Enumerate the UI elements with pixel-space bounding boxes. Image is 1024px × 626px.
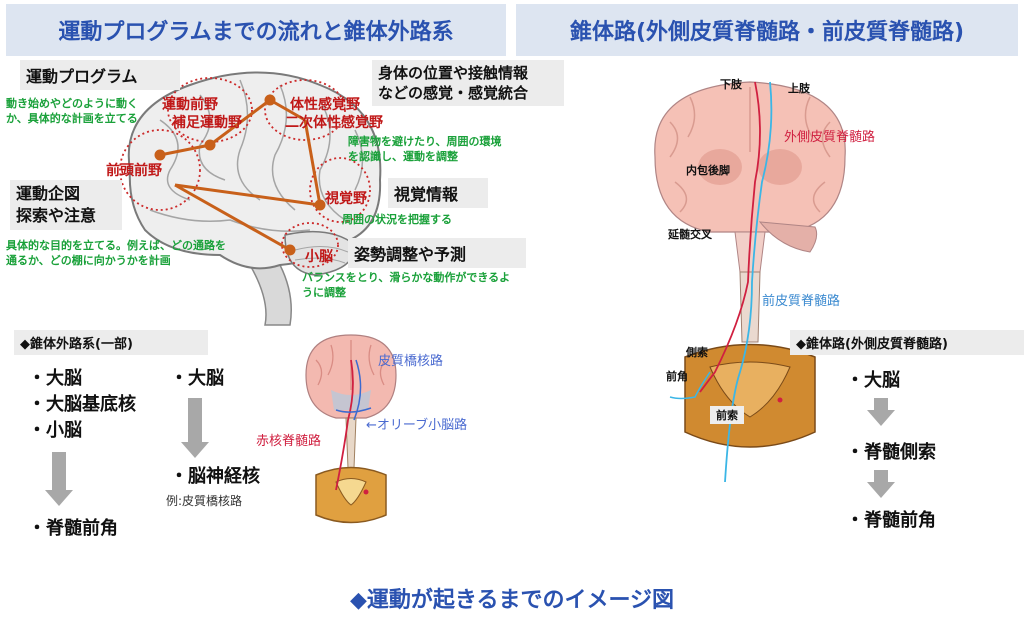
somatosensory-box: 身体の位置や接触情報 などの感覚・感覚統合 bbox=[372, 60, 564, 106]
col1-item-cerebellum: ・小脳 bbox=[28, 420, 82, 441]
footer-caption: ◆運動が起きるまでのイメージ図 bbox=[349, 588, 675, 613]
col1-item-cerebrum: ・大脳 bbox=[28, 368, 82, 389]
lower-limb-label: 下肢 bbox=[720, 78, 742, 91]
lateral-funiculus-label: 側索 bbox=[686, 346, 708, 359]
somatosensory-desc: 障害物を避けたり、周囲の環境を認識し、運動を調整 bbox=[348, 135, 502, 163]
col1-item-basal-ganglia: ・大脳基底核 bbox=[28, 394, 136, 415]
decussation-label: 延髄交叉 bbox=[668, 228, 712, 241]
col2-example: 例:皮質橋核路 bbox=[166, 494, 243, 508]
visual-desc: 周囲の状況を把握する bbox=[342, 213, 452, 226]
olivocerebellar-label: ←オリーブ小脳路 bbox=[366, 418, 468, 433]
planning-line-1: 運動企図 bbox=[16, 184, 81, 203]
motor-program-box: 運動プログラム bbox=[20, 60, 180, 90]
extrapyramidal-title: ◆錐体外路系(一部) bbox=[14, 330, 208, 355]
right-header: 錐体路(外側皮質脊髄路・前皮質脊髄路) bbox=[516, 4, 1018, 56]
somatosensory-line-1: 身体の位置や接触情報 bbox=[378, 64, 529, 82]
motor-program-desc: 動き始めやどのように動くか、具体的な計画を立てる bbox=[6, 97, 138, 125]
extrapyramidal-col1: ・大脳 ・大脳基底核 ・小脳 bbox=[28, 366, 136, 444]
pyramidal-flow-1: ・大脳 bbox=[846, 370, 900, 391]
pyramidal-arrow-1-icon bbox=[867, 398, 895, 426]
posture-desc: バランスをとり、滑らかな動作ができるように調整 bbox=[302, 271, 511, 299]
col2-end: ・脳神経核 bbox=[170, 466, 260, 487]
corticopontine-label: 皮質橋核路 bbox=[378, 354, 444, 369]
upper-limb-label: 上肢 bbox=[788, 82, 810, 95]
anterior-cst-label: 前皮質脊髄路 bbox=[762, 294, 841, 309]
left-header: 運動プログラムまでの流れと錐体外路系 bbox=[6, 4, 506, 56]
col1-down-arrow-icon bbox=[45, 452, 73, 506]
rubrospinal-label: 赤核脊髄路 bbox=[256, 434, 322, 449]
secondary-somatosensory-label: 二次体性感覚野 bbox=[285, 115, 383, 131]
anterior-horn-label: 前角 bbox=[666, 370, 688, 383]
lateral-cst-label: 外側皮質脊髄路 bbox=[784, 130, 876, 145]
pyramidal-arrow-2-icon bbox=[867, 470, 895, 498]
premotor-label: 運動前野 bbox=[162, 97, 218, 113]
visual-area-label: 視覚野 bbox=[325, 191, 367, 207]
internal-capsule-label: 内包後脚 bbox=[686, 164, 730, 177]
anterior-funiculus-label: 前索 bbox=[710, 406, 744, 424]
visual-box: 視覚情報 bbox=[388, 178, 488, 208]
planning-box: 運動企図 探索や注意 bbox=[10, 180, 122, 230]
somatosensory-area-label: 体性感覚野 bbox=[290, 97, 360, 113]
col2-start: ・大脳 bbox=[170, 368, 224, 389]
pyramidal-flow-3: ・脊髄前角 bbox=[846, 510, 936, 531]
col2-down-arrow-icon bbox=[181, 398, 209, 458]
pyramidal-diagram bbox=[654, 81, 846, 483]
sma-label: 補足運動野 bbox=[172, 115, 242, 131]
pyramidal-flow-2: ・脊髄側索 bbox=[846, 442, 936, 463]
somatosensory-line-2: などの感覚・感覚統合 bbox=[378, 84, 529, 102]
planning-desc: 具体的な目的を立てる。例えば、どの通路を通るか、どの棚に向かうかを計画 bbox=[6, 239, 226, 267]
pyramidal-title: ◆錐体路(外側皮質脊髄路) bbox=[790, 330, 1024, 355]
cerebellum-label: 小脳 bbox=[305, 249, 333, 265]
planning-line-2: 探索や注意 bbox=[16, 206, 97, 225]
extrapyramidal-diagram bbox=[305, 334, 397, 524]
col1-end: ・脊髄前角 bbox=[28, 518, 118, 539]
posture-box: 姿勢調整や予測 bbox=[348, 238, 526, 268]
brain-illustration bbox=[119, 71, 382, 326]
prefrontal-label: 前頭前野 bbox=[106, 163, 162, 179]
